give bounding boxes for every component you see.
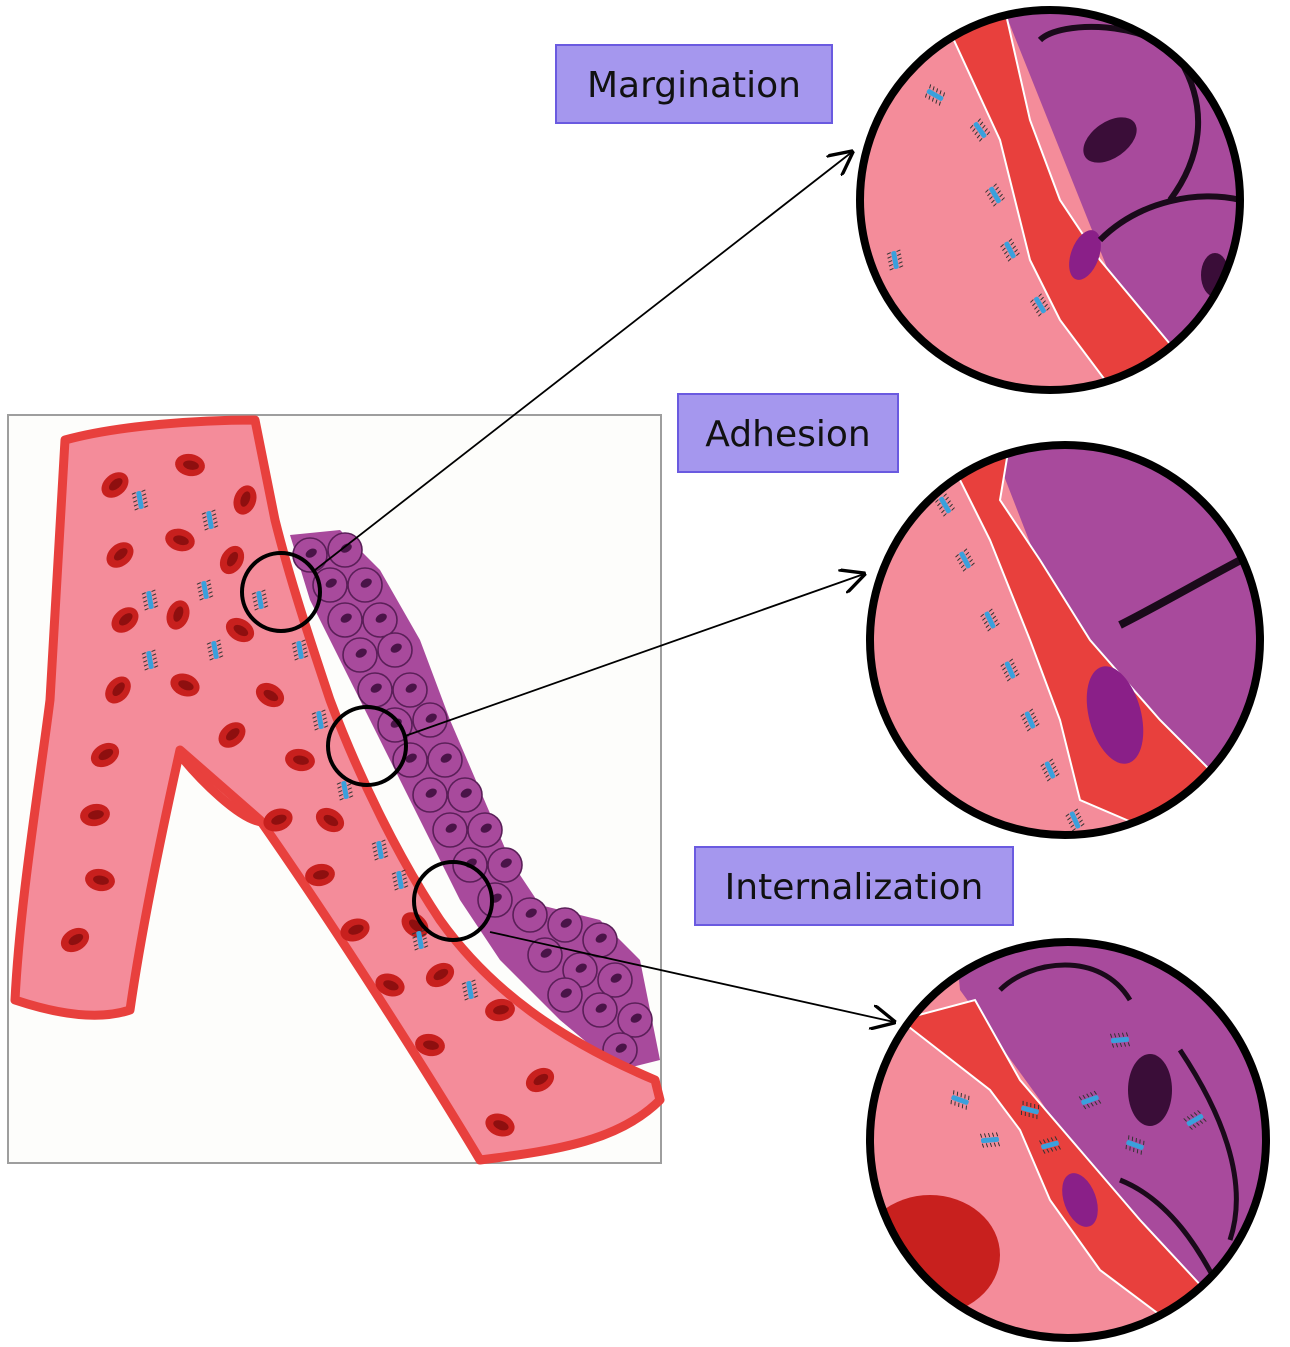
tumor-cell xyxy=(618,1003,652,1037)
tumor-cell xyxy=(413,778,447,812)
tumor-cell xyxy=(598,963,632,997)
tumor-cell xyxy=(468,813,502,847)
tumor-cell xyxy=(513,898,547,932)
tumor-cell xyxy=(548,908,582,942)
adhesion-label-box: Adhesion xyxy=(678,394,898,472)
tumor-cell xyxy=(328,603,362,637)
tumor-cell xyxy=(343,638,377,672)
margination-zoom xyxy=(850,0,1290,400)
tumor-cell xyxy=(378,633,412,667)
adhesion-zoom xyxy=(860,440,1280,840)
internalization-label: Internalization xyxy=(725,867,984,908)
tumor-cell xyxy=(393,673,427,707)
tumor-cell xyxy=(433,813,467,847)
tumor-cell xyxy=(428,743,462,777)
tumor-cell xyxy=(488,848,522,882)
tumor-cell xyxy=(478,883,512,917)
tumor-cell xyxy=(363,603,397,637)
margination-label: Margination xyxy=(587,65,801,106)
tumor-cell xyxy=(548,978,582,1012)
tumor-cell xyxy=(358,673,392,707)
internalization-label-box: Internalization xyxy=(695,847,1013,925)
tumor-cell xyxy=(583,923,617,957)
tumor-cell xyxy=(583,993,617,1027)
overview-panel xyxy=(8,415,661,1163)
tumor-cell xyxy=(448,778,482,812)
margination-label-box: Margination xyxy=(556,45,832,123)
internalization-zoom xyxy=(860,940,1280,1340)
tumor-cell xyxy=(348,568,382,602)
tumor-cell xyxy=(528,938,562,972)
adhesion-label: Adhesion xyxy=(705,414,870,455)
